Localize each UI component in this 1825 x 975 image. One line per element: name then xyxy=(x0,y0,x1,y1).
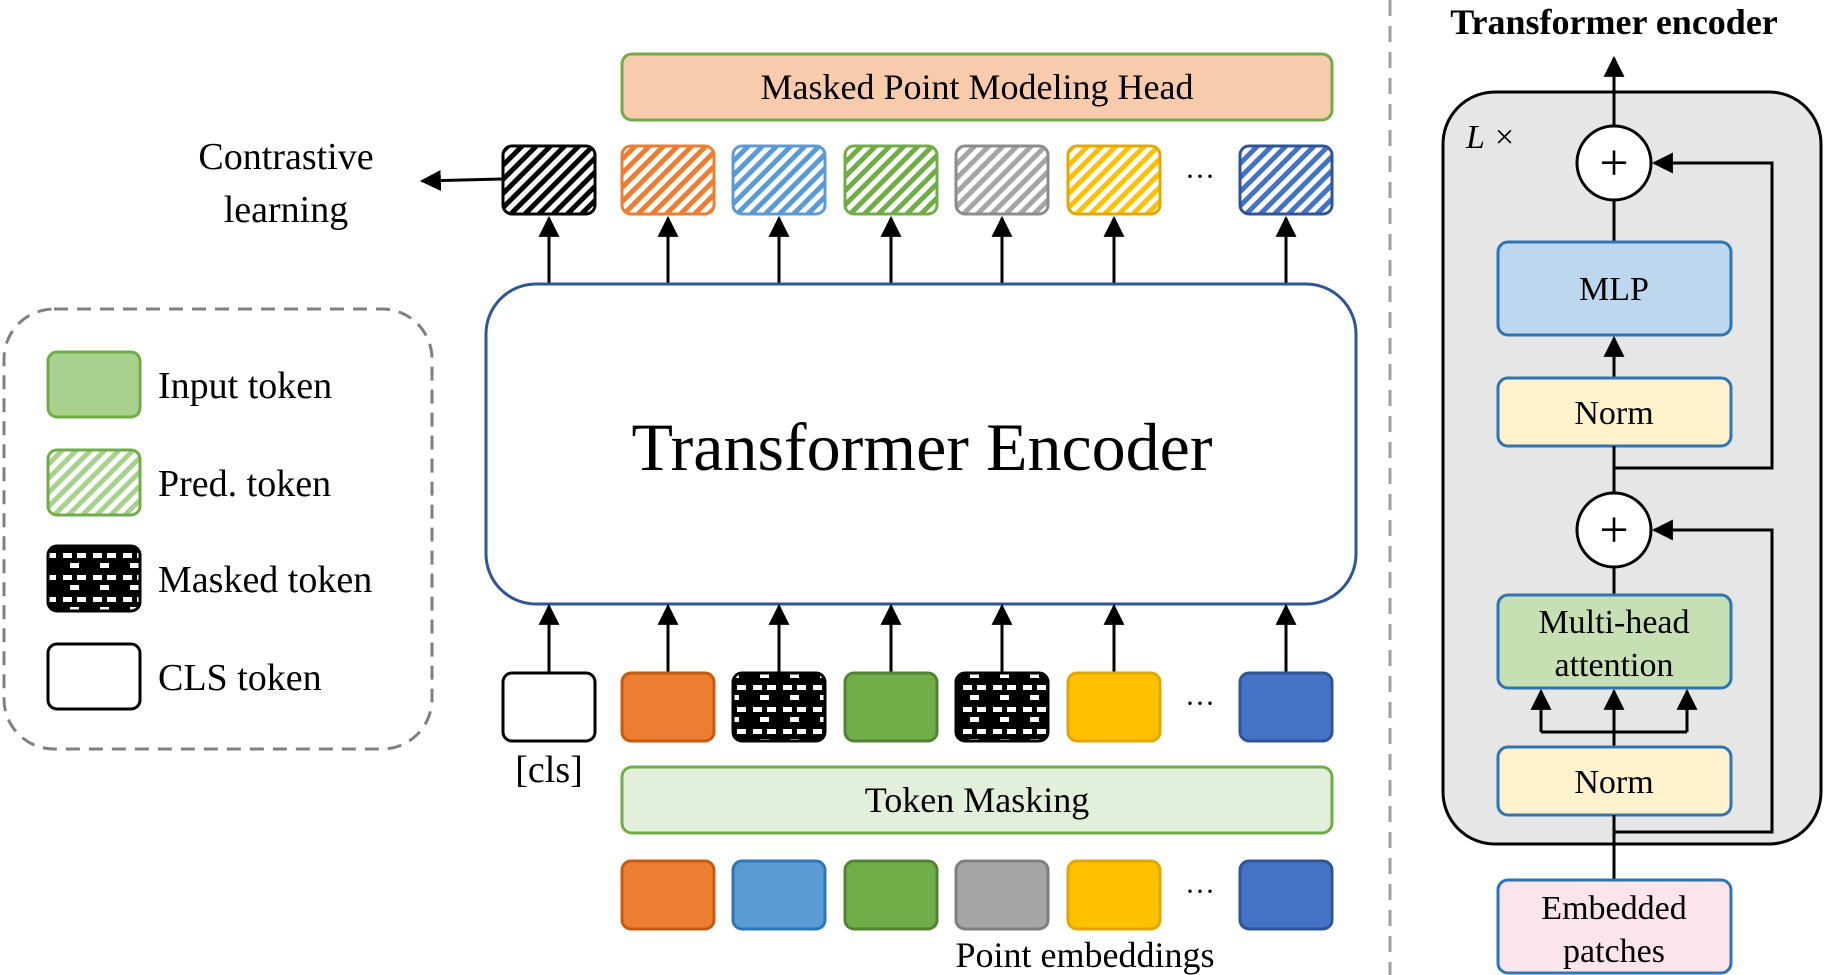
cls-label: [cls] xyxy=(515,749,583,791)
contrastive-label-line1: Contrastive xyxy=(198,136,373,178)
norm-bottom-label: Norm xyxy=(1574,764,1653,801)
embedding-green xyxy=(843,859,939,931)
input-token-masked-1 xyxy=(731,671,827,743)
attention-block xyxy=(1496,593,1733,690)
output-token-lightblue xyxy=(731,144,827,216)
legend: Input token Pred. token Masked token CLS… xyxy=(2,307,434,751)
legend-label-cls: CLS token xyxy=(158,657,322,699)
output-token-cls xyxy=(501,144,597,216)
svg-text:+: + xyxy=(1599,502,1628,559)
embedded-label-line1: Embedded xyxy=(1541,890,1686,927)
input-token-gold xyxy=(1066,671,1162,743)
embedded-label-line2: patches xyxy=(1563,933,1665,970)
embedding-lightblue xyxy=(731,859,827,931)
panel-title: Transformer encoder xyxy=(1450,2,1778,42)
embedding-blue xyxy=(1238,859,1334,931)
head-label: Masked Point Modeling Head xyxy=(761,67,1194,107)
embedding-orange xyxy=(620,859,716,931)
legend-swatch-cls xyxy=(46,642,142,711)
contrastive-label-line2: learning xyxy=(224,189,349,231)
legend-swatch-masked xyxy=(46,544,142,613)
repeat-label: L × xyxy=(1465,119,1516,156)
input-token-masked-2 xyxy=(954,671,1050,743)
input-encoder-arrows xyxy=(538,603,1297,672)
mlp-label: MLP xyxy=(1579,271,1649,308)
input-tokens: ··· xyxy=(501,671,1334,743)
embedding-gray xyxy=(954,859,1050,931)
legend-swatch-input xyxy=(46,350,142,419)
output-token-orange xyxy=(620,144,716,216)
input-token-orange xyxy=(620,671,716,743)
encoder-detail-panel: Transformer encoder L × + MLP Norm + Mul… xyxy=(1441,2,1823,975)
token-masking: Token Masking xyxy=(620,765,1334,835)
token-masking-label: Token Masking xyxy=(865,780,1089,820)
embedding-gold xyxy=(1066,859,1162,931)
transformer-encoder: Transformer Encoder xyxy=(484,282,1358,606)
input-token-green xyxy=(843,671,939,743)
output-tokens: ··· xyxy=(501,144,1334,216)
legend-swatch-pred xyxy=(46,448,142,517)
output-token-green xyxy=(843,144,939,216)
input-token-cls xyxy=(501,671,597,743)
input-ellipsis: ··· xyxy=(1185,687,1215,720)
legend-label-masked: Masked token xyxy=(158,559,372,601)
output-token-gold xyxy=(1066,144,1162,216)
embedded-patches-block xyxy=(1496,878,1733,975)
encoder-label: Transformer Encoder xyxy=(632,409,1213,485)
output-token-blue xyxy=(1238,144,1334,216)
embedding-ellipsis: ··· xyxy=(1185,875,1215,908)
legend-label-input: Input token xyxy=(158,365,332,407)
masked-point-modeling-head: Masked Point Modeling Head xyxy=(620,52,1334,122)
output-ellipsis: ··· xyxy=(1185,160,1215,193)
point-embeddings: ··· xyxy=(620,859,1334,931)
output-token-gray xyxy=(954,144,1050,216)
encoder-output-arrows xyxy=(538,215,1297,284)
contrastive-arrow xyxy=(419,170,503,192)
mlp-block xyxy=(1496,240,1733,337)
norm-top-label: Norm xyxy=(1574,395,1653,432)
legend-label-pred: Pred. token xyxy=(158,463,331,505)
svg-text:+: + xyxy=(1599,135,1628,192)
attention-label-line2: attention xyxy=(1555,647,1674,684)
attention-label-line1: Multi-head xyxy=(1538,604,1689,641)
point-embeddings-label: Point embeddings xyxy=(956,935,1215,975)
input-token-blue xyxy=(1238,671,1334,743)
